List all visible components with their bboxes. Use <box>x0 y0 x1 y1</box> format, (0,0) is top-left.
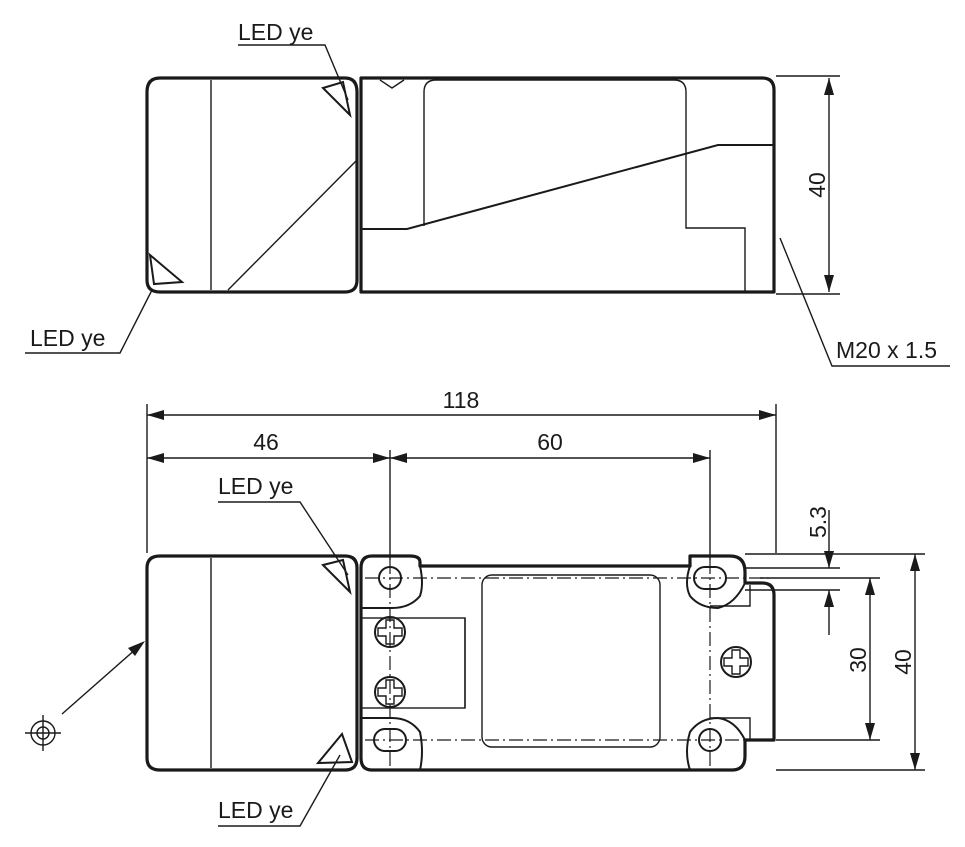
label-led-top-upper: LED ye <box>238 19 313 45</box>
arrowhead <box>824 78 834 95</box>
arrowhead <box>128 641 145 656</box>
front-view-height-label: 40 <box>890 649 916 675</box>
top-view: 40 LED ye LED ye M20 x 1.5 <box>25 19 950 367</box>
top-view-housing-slope <box>361 144 774 230</box>
label-led-front-lower: LED ye <box>218 797 293 823</box>
sensing-face-target-icon <box>25 715 61 751</box>
front-view-right-cover-bottom <box>710 717 751 740</box>
arrowhead <box>910 753 920 770</box>
front-view-ear-top-right <box>686 565 746 610</box>
mounting-hole-top-left <box>378 566 402 590</box>
hole-spacing-label: 60 <box>537 429 563 455</box>
arrowhead <box>910 554 920 571</box>
front-view-ear-top-left <box>361 565 423 609</box>
front-view-sensor-head <box>145 554 359 772</box>
front-view-right-cover-top <box>710 585 751 607</box>
mounting-hole-bottom-left <box>373 728 407 752</box>
leader-led-front-lower <box>218 754 341 827</box>
arrowhead <box>865 723 875 740</box>
front-view: 118 46 60 5.3 30 40 LED ye <box>25 387 925 827</box>
leader-led-top-upper <box>238 44 349 101</box>
overall-length-label: 118 <box>443 387 480 413</box>
sensing-direction-arrow <box>61 647 138 715</box>
arrowhead <box>824 551 834 568</box>
head-length-label: 46 <box>253 429 279 455</box>
arrowhead <box>373 453 390 463</box>
front-view-inner-window <box>481 574 661 748</box>
leader-led-front-upper <box>218 501 349 576</box>
leader-thread <box>779 237 950 367</box>
top-view-head-diagonal <box>227 159 358 291</box>
mounting-hole-top-right <box>693 566 727 590</box>
top-view-housing-inner-outline <box>423 79 746 292</box>
arrowhead <box>147 410 164 420</box>
top-view-housing-notch <box>379 79 405 89</box>
arrowhead <box>147 453 164 463</box>
arrowhead <box>824 275 834 292</box>
front-view-terminal-block <box>360 617 466 709</box>
front-view-led-upper-icon <box>321 558 352 596</box>
top-view-led-lower-icon <box>148 252 185 286</box>
cover-screw-icon <box>720 646 752 678</box>
label-thread: M20 x 1.5 <box>836 337 937 363</box>
top-view-led-upper-icon <box>321 80 352 119</box>
top-view-height-label: 40 <box>804 172 830 198</box>
arrowhead <box>824 590 834 607</box>
arrowhead <box>759 410 776 420</box>
hole-diameter-label: 5.3 <box>805 506 831 538</box>
front-view-ear-bottom-left <box>361 717 423 771</box>
top-view-sensor-head <box>145 76 359 294</box>
arrowhead <box>390 453 407 463</box>
top-view-housing <box>359 76 776 294</box>
front-view-led-lower-icon <box>315 732 354 765</box>
arrowhead <box>693 453 710 463</box>
mounting-hole-bottom-right <box>698 728 722 752</box>
label-led-top-lower: LED ye <box>30 325 105 351</box>
terminal-screw-upper-icon <box>374 616 406 648</box>
terminal-screw-lower-icon <box>374 676 406 708</box>
front-view-ear-bottom-right <box>686 716 746 771</box>
arrowhead <box>865 578 875 595</box>
label-led-front-upper: LED ye <box>218 473 293 499</box>
leader-led-top-lower <box>25 289 153 354</box>
hole-vertical-spacing-label: 30 <box>845 647 871 673</box>
